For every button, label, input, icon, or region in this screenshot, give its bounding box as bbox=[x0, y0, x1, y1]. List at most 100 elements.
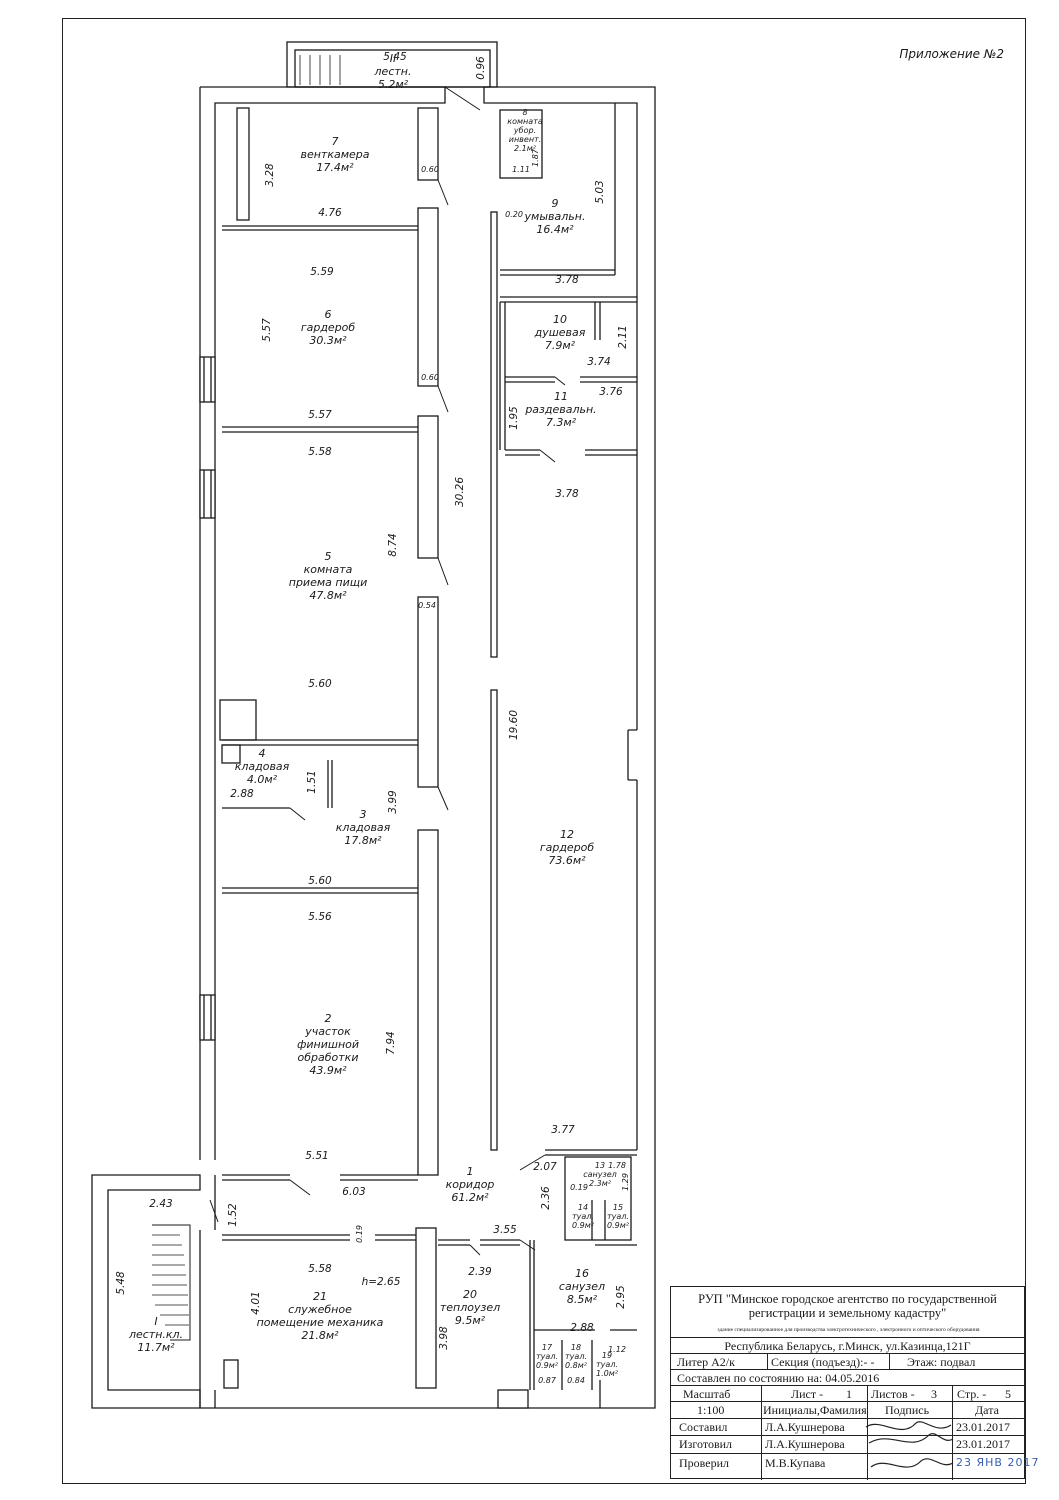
dimension-label: 3.99 bbox=[387, 790, 399, 814]
sheet-value: 1 bbox=[846, 1387, 852, 1401]
name-checked: М.В.Купава bbox=[765, 1456, 826, 1470]
dimension-label: 2.11 bbox=[617, 325, 629, 348]
dimension-label: 0.20 bbox=[505, 210, 523, 219]
dimension-label: 1.51 bbox=[306, 770, 318, 793]
dimension-label: 2.36 bbox=[540, 1186, 552, 1210]
dimension-label: 1.78 bbox=[608, 1161, 626, 1170]
dimension-label: 4.76 bbox=[318, 207, 342, 219]
dimension-label: 0.87 bbox=[538, 1376, 557, 1385]
dimension-label: 5.45 bbox=[383, 51, 407, 63]
dimension-label: 19.60 bbox=[508, 710, 520, 740]
dimension-label: 2.43 bbox=[149, 1198, 172, 1210]
name-made: Л.А.Кушнерова bbox=[765, 1437, 845, 1451]
building-description: здание специализированное для производст… bbox=[717, 1327, 980, 1333]
walls bbox=[91, 41, 656, 1409]
dimension-label: 0.60 bbox=[421, 373, 439, 382]
dimension-label: 1.87 bbox=[531, 148, 540, 167]
date-compiled: 23.01.2017 bbox=[956, 1420, 1010, 1434]
scale-label: Масштаб bbox=[683, 1387, 731, 1401]
address: Республика Беларусь, г.Минск, ул.Казинца… bbox=[724, 1339, 971, 1353]
dimension-label: 0.60 bbox=[421, 165, 439, 174]
page-label: Стр. - bbox=[957, 1387, 987, 1401]
sheets-value: 3 bbox=[931, 1387, 937, 1401]
role-compiled: Составил bbox=[679, 1420, 728, 1434]
state-date: Составлен по состоянию на: 04.05.2016 bbox=[677, 1371, 880, 1385]
dimension-label: 2.39 bbox=[468, 1266, 492, 1278]
dimension-label: 3.74 bbox=[587, 356, 610, 368]
role-made: Изготовил bbox=[679, 1437, 733, 1451]
dimension-label: 0.54 bbox=[418, 601, 436, 610]
dimension-label: 5.48 bbox=[115, 1271, 127, 1295]
dimension-label: h=2.65 bbox=[362, 1276, 401, 1288]
org-line-2: регистрации и земельному кадастру" bbox=[748, 1306, 947, 1320]
dimension-label: 2.88 bbox=[230, 788, 254, 800]
dimension-label: 1.12 bbox=[608, 1345, 626, 1354]
dimension-label: 2.88 bbox=[570, 1322, 594, 1334]
title-block: РУП "Минское городское агентство по госу… bbox=[670, 1286, 1038, 1480]
dimension-label: 7.94 bbox=[385, 1031, 397, 1054]
dimension-label: 5.57 bbox=[308, 409, 332, 421]
date-stamp-checked: 23 ЯНВ 2017 bbox=[956, 1456, 1040, 1469]
dimension-label: 0.19 bbox=[355, 1225, 364, 1243]
dimension-label: 8.74 bbox=[387, 533, 399, 556]
dimension-label: 3.76 bbox=[599, 386, 623, 398]
dimension-label: 0.96 bbox=[475, 56, 487, 80]
dimension-label: 0.84 bbox=[567, 1376, 585, 1385]
dimension-label: 5.60 bbox=[308, 875, 332, 887]
section: Секция (подъезд):- - bbox=[771, 1355, 875, 1369]
dimension-label: 5.51 bbox=[305, 1150, 328, 1162]
dimension-label: 5.56 bbox=[308, 911, 332, 923]
sheet-label: Лист - bbox=[791, 1387, 824, 1401]
dimension-label: 2.95 bbox=[615, 1285, 627, 1309]
dimension-label: 0.19 bbox=[570, 1183, 588, 1192]
dimension-label: 3.98 bbox=[438, 1326, 450, 1350]
role-checked: Проверил bbox=[679, 1456, 729, 1470]
sheets-label: Листов - bbox=[871, 1387, 915, 1401]
organization: РУП "Минское городское агентство по госу… bbox=[671, 1287, 1024, 1325]
dimension-label: 5.03 bbox=[594, 180, 606, 203]
org-line-1: РУП "Минское городское агентство по госу… bbox=[698, 1292, 997, 1306]
dimension-label: 1.11 bbox=[512, 165, 530, 174]
sheet-frame bbox=[62, 18, 1026, 1484]
dimension-label: 2.07 bbox=[533, 1161, 557, 1173]
dimension-label: 3.78 bbox=[555, 488, 579, 500]
signature-image bbox=[865, 1421, 954, 1468]
dimension-label: 1.95 bbox=[508, 406, 520, 430]
date-made: 23.01.2017 bbox=[956, 1437, 1010, 1451]
liter: Литер А2/к bbox=[677, 1355, 735, 1369]
dimension-label: 30.26 bbox=[454, 477, 466, 507]
dimension-label: 1.29 bbox=[621, 1173, 630, 1191]
name-compiled: Л.А.Кушнерова bbox=[765, 1420, 845, 1434]
dimension-label: 5.59 bbox=[310, 266, 334, 278]
floor: Этаж: подвал bbox=[907, 1355, 976, 1369]
dimension-label: 5.58 bbox=[308, 1263, 332, 1275]
dimension-label: 5.60 bbox=[308, 678, 332, 690]
dimension-label: 5.57 bbox=[261, 318, 273, 342]
dimension-label: 1.52 bbox=[227, 1203, 239, 1227]
dimension-label: 5.58 bbox=[308, 446, 332, 458]
appendix-label: Приложение №2 bbox=[899, 47, 1004, 61]
dimension-label: 3.55 bbox=[493, 1224, 517, 1236]
dimension-label: 3.28 bbox=[264, 163, 276, 187]
